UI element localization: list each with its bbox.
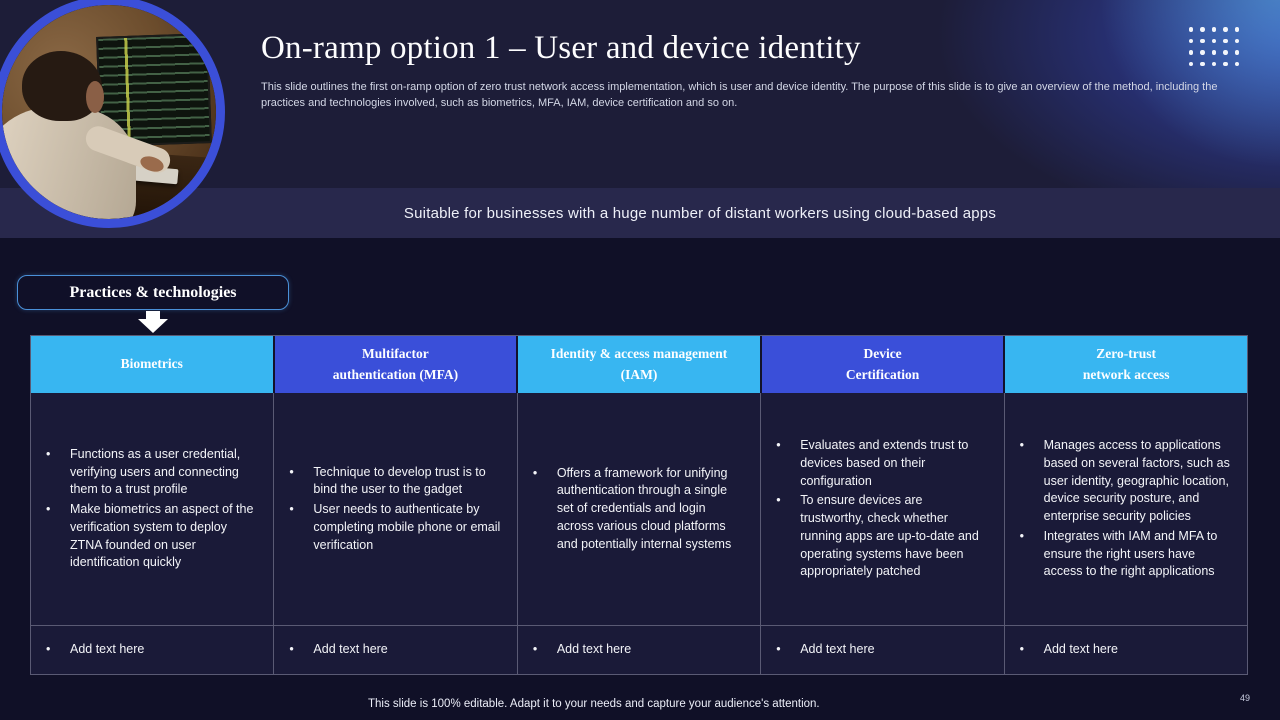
dot (1223, 27, 1228, 32)
bullet-item: Integrates with IAM and MFA to ensure th… (1013, 528, 1231, 581)
column-addtext-1: Add text here (31, 625, 275, 674)
column-body-4: Evaluates and extends trust to devices b… (761, 393, 1005, 625)
table-addtext-row: Add text here Add text here Add text here A… (31, 625, 1248, 674)
bullet-item: To ensure devices are trustworthy, check… (769, 492, 987, 581)
bullet-item: User needs to authenticate by completing… (282, 501, 500, 554)
banner-text: Suitable for businesses with a huge numb… (403, 204, 997, 222)
dot (1223, 61, 1228, 66)
dot (1211, 27, 1216, 32)
column-addtext-4: Add text here (761, 625, 1005, 674)
column-body-5: Manages access to applications based on … (1005, 393, 1247, 625)
column-header-3: Identity & access management (IAM) (518, 336, 762, 393)
bullet-list: Add text here (1005, 639, 1247, 661)
dot (1234, 50, 1239, 55)
dot (1234, 27, 1239, 32)
page-number: 49 (1239, 693, 1250, 703)
bullet-item: Manages access to applications based on … (1013, 437, 1231, 526)
dot (1188, 50, 1193, 55)
bullet-item: Offers a framework for unifying authenti… (526, 465, 744, 554)
column-header-2: Multifactor authentication (MFA) (274, 336, 519, 393)
bullet-list: Add text here (518, 639, 760, 661)
column-body-2: Technique to develop trust is to bind th… (274, 393, 518, 625)
dot (1234, 61, 1239, 66)
title-block: On-ramp option 1 – User and device ident… (261, 30, 1246, 112)
dot (1223, 50, 1228, 55)
bullet-list: Offers a framework for unifying authenti… (518, 463, 760, 556)
dot (1211, 61, 1216, 66)
column-addtext-2: Add text here (274, 625, 518, 674)
down-arrow-icon (138, 319, 168, 333)
bullet-list: Add text here (761, 639, 1003, 661)
down-arrow-icon (146, 311, 160, 319)
dots-decoration (1188, 27, 1239, 66)
bullet-list: Technique to develop trust is to bind th… (274, 462, 516, 557)
practices-technologies-label: Practices & technologies (69, 283, 237, 301)
column-header-5: Zero-trust network access (1005, 336, 1247, 393)
presenter-photo (0, 0, 225, 228)
add-text-placeholder[interactable]: Add text here (39, 641, 257, 659)
bullet-item: Functions as a user credential, verifyin… (39, 446, 257, 499)
dot (1211, 50, 1216, 55)
add-text-placeholder[interactable]: Add text here (282, 641, 500, 659)
page-title: On-ramp option 1 – User and device ident… (261, 30, 861, 66)
editable-note: This slide is 100% editable. Adapt it to… (368, 698, 820, 710)
add-text-placeholder[interactable]: Add text here (769, 641, 987, 659)
add-text-placeholder[interactable]: Add text here (526, 641, 744, 659)
bullet-item: Evaluates and extends trust to devices b… (769, 437, 987, 490)
column-addtext-3: Add text here (517, 625, 762, 674)
slide-subtitle: This slide outlines the first on-ramp op… (261, 81, 1218, 109)
dot (1188, 38, 1193, 43)
bullet-list: Evaluates and extends trust to devices b… (761, 435, 1003, 583)
photo-person-body (2, 107, 136, 219)
bullet-list: Add text here (274, 639, 516, 661)
column-header-4: Device Certification (761, 336, 1006, 393)
dot (1223, 38, 1228, 43)
bullet-item: Technique to develop trust is to bind th… (282, 464, 500, 500)
dot (1200, 61, 1205, 66)
bullet-list: Add text here (31, 639, 273, 661)
dot (1200, 27, 1205, 32)
column-body-3: Offers a framework for unifying authenti… (518, 393, 762, 625)
dot (1200, 50, 1205, 55)
add-text-placeholder[interactable]: Add text here (1013, 641, 1231, 659)
bullet-list: Manages access to applications based on … (1005, 435, 1247, 583)
dot (1188, 61, 1193, 66)
column-header-1: Biometrics (31, 336, 275, 393)
bullet-item: Make biometrics an aspect of the verific… (39, 501, 257, 572)
dot (1234, 38, 1239, 43)
dot (1200, 38, 1205, 43)
photo-person-face (86, 81, 104, 113)
column-body-1: Functions as a user credential, verifyin… (31, 393, 275, 625)
bullet-list: Functions as a user credential, verifyin… (31, 444, 273, 574)
table-body-row: Functions as a user credential, verifyin… (31, 393, 1247, 625)
photo-scene (2, 5, 216, 219)
dot (1188, 27, 1193, 32)
dot (1211, 38, 1216, 43)
practices-technologies-button[interactable]: Practices & technologies (17, 275, 289, 310)
column-addtext-5: Add text here (1004, 625, 1248, 674)
